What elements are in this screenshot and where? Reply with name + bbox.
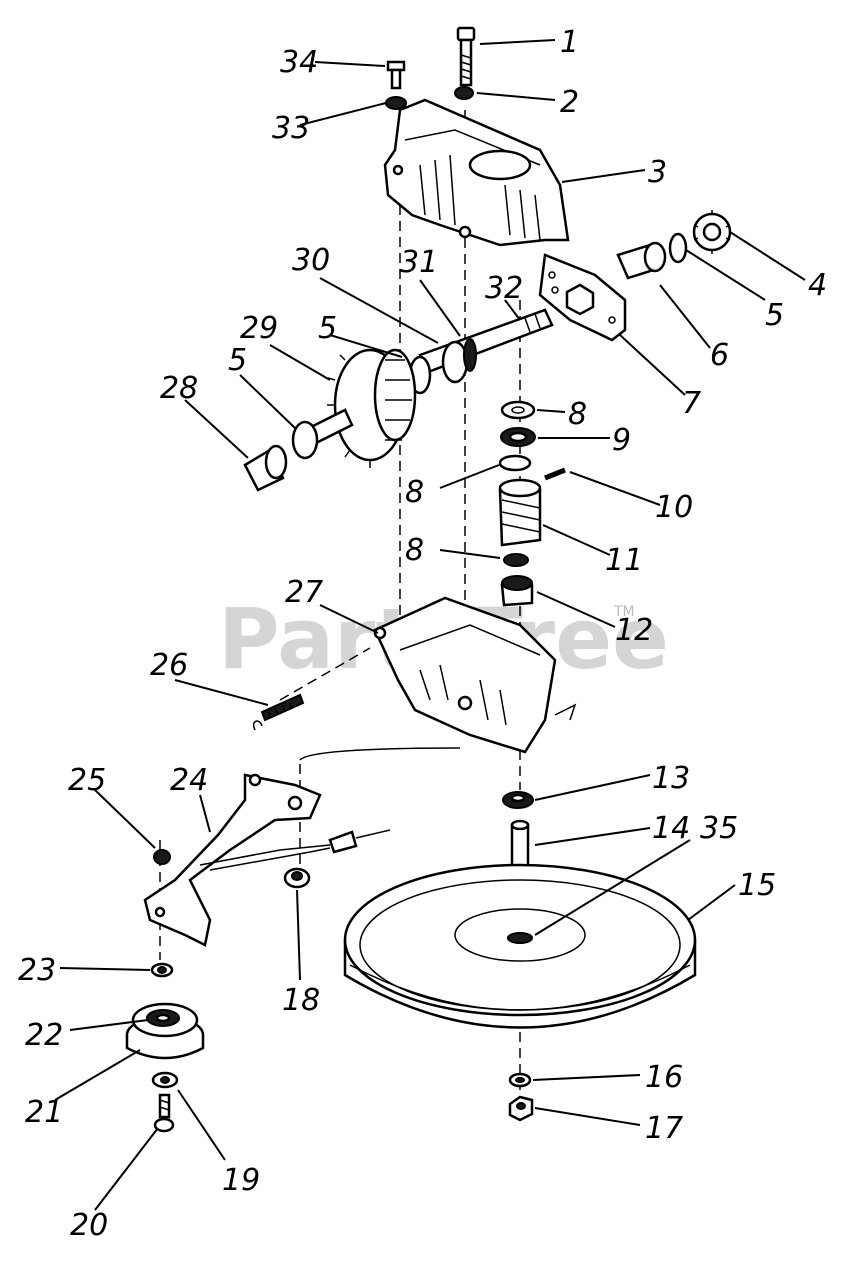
part-thrust-washer-top xyxy=(500,400,536,420)
callout-1: 1 xyxy=(560,25,579,60)
part-shoulder-bolt xyxy=(153,1093,175,1133)
callout-27: 27 xyxy=(285,575,323,610)
callout-28: 28 xyxy=(160,371,198,406)
part-washer-left xyxy=(291,420,319,460)
callout-26: 26 xyxy=(150,648,188,683)
part-cable xyxy=(209,829,391,871)
part-hex-nut xyxy=(508,1095,534,1122)
callout-10: 10 xyxy=(655,490,693,525)
part-lever-bracket xyxy=(143,773,331,947)
part-thrust-washer-bottom xyxy=(503,553,529,567)
callout-19: 19 xyxy=(222,1163,260,1198)
part-gear xyxy=(303,348,417,468)
part-mounting-plate xyxy=(538,253,627,342)
callout-6: 6 xyxy=(710,338,729,373)
part-washer-right xyxy=(668,232,688,264)
part-upper-housing xyxy=(383,98,570,247)
callout-7: 7 xyxy=(682,386,701,421)
part-thrust-washer-mid xyxy=(498,454,532,472)
part-bushing-right xyxy=(616,241,667,280)
part-bolt xyxy=(456,26,476,87)
callout-18: 18 xyxy=(282,983,320,1018)
callout-31: 31 xyxy=(400,245,438,280)
callout-17: 17 xyxy=(645,1111,683,1146)
callout-5a: 5 xyxy=(765,298,784,333)
callout-23: 23 xyxy=(18,953,56,988)
watermark-trademark: TM xyxy=(613,604,635,620)
part-nut-small xyxy=(153,849,171,865)
part-lower-housing xyxy=(373,596,577,754)
callout-29: 29 xyxy=(240,311,278,346)
part-idler-pulley xyxy=(125,1002,205,1060)
callout-5b: 5 xyxy=(318,311,337,346)
part-drive-pulley xyxy=(343,863,697,1029)
callout-labels: 1 2 3 4 5 5 5 6 7 8 8 8 9 10 11 12 13 14… xyxy=(18,25,827,1243)
callout-21: 21 xyxy=(25,1095,63,1130)
leader-lines xyxy=(54,39,806,1211)
part-screw xyxy=(386,60,406,90)
callout-12: 12 xyxy=(615,613,653,648)
part-flange-nut xyxy=(283,867,311,889)
part-bearing xyxy=(502,791,534,809)
part-sprocket xyxy=(692,210,732,254)
callout-8b: 8 xyxy=(405,475,424,510)
callout-16: 16 xyxy=(645,1060,683,1095)
callout-8c: 8 xyxy=(405,533,424,568)
callout-22: 22 xyxy=(25,1018,63,1053)
part-pin xyxy=(544,467,566,481)
callout-35: 35 xyxy=(700,811,738,846)
part-worm-gear xyxy=(498,478,542,547)
part-washer-idler-top xyxy=(150,962,174,978)
callout-20: 20 xyxy=(70,1208,108,1243)
callout-24: 24 xyxy=(170,763,208,798)
callout-5c: 5 xyxy=(228,343,247,378)
callout-30: 30 xyxy=(292,243,330,278)
part-washer xyxy=(454,86,474,100)
part-thrust-bearing xyxy=(500,427,536,447)
callout-32: 32 xyxy=(485,271,523,306)
callout-9: 9 xyxy=(612,423,631,458)
part-washer-idler-bottom xyxy=(151,1071,179,1089)
part-shaft-assembly xyxy=(418,308,554,384)
part-bushing-left xyxy=(243,444,288,492)
part-washer-pulley xyxy=(508,1072,532,1088)
callout-25: 25 xyxy=(68,763,106,798)
part-spring xyxy=(252,693,305,731)
callout-4: 4 xyxy=(808,268,827,303)
part-washer-small xyxy=(385,96,407,110)
callout-2: 2 xyxy=(560,85,579,120)
callout-8a: 8 xyxy=(568,397,587,432)
part-bearing-sleeve xyxy=(500,575,534,607)
callout-14: 14 xyxy=(652,811,690,846)
callout-3: 3 xyxy=(648,155,667,190)
callout-11: 11 xyxy=(605,543,643,578)
callout-15: 15 xyxy=(738,868,776,903)
callout-33: 33 xyxy=(272,111,310,146)
callout-13: 13 xyxy=(652,761,690,796)
callout-34: 34 xyxy=(280,45,318,80)
